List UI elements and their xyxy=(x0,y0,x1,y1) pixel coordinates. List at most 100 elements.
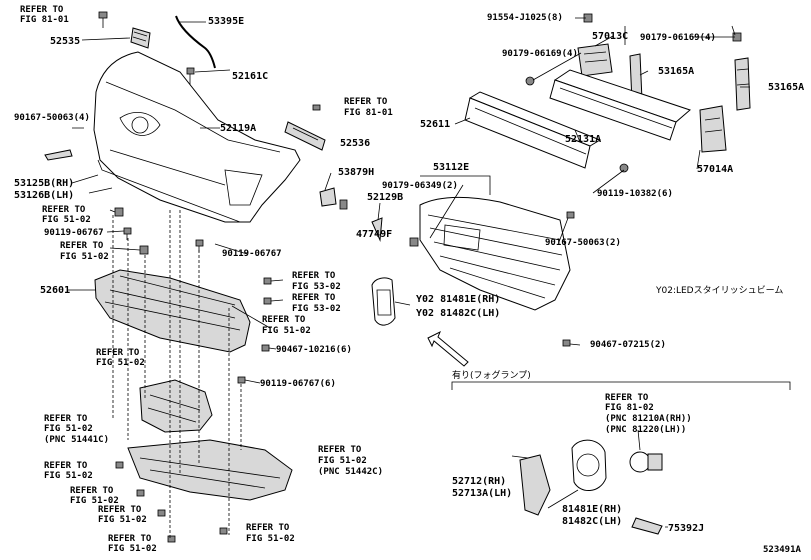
bolt-icon xyxy=(98,11,108,28)
part-number-81482c-lh: Y02 81482C(LH) xyxy=(416,308,500,319)
part-number-52161c: 52161C xyxy=(232,71,268,82)
part-number-53125b: 53125B(RH) xyxy=(14,178,74,189)
bracket-75392j-part xyxy=(631,517,663,535)
diagram-id: 523491A xyxy=(763,545,802,555)
ref-label: FIG 51-02 xyxy=(96,358,145,368)
part-number-91554-j1025-8: 91554-J1025(8) xyxy=(487,13,563,23)
part-number-90167-50063-4: 90167-50063(4) xyxy=(14,113,90,123)
bracket-57013c-part xyxy=(577,43,613,77)
bolt-icon xyxy=(219,527,228,535)
part-number-90119-06767b: 90119-06767 xyxy=(222,249,282,259)
bolt-icon xyxy=(195,239,204,252)
fog-cover-52712-part xyxy=(519,454,551,516)
bolt-icon xyxy=(263,277,272,285)
ref-label: (PNC 51442C) xyxy=(318,467,383,477)
lower-absorber-52601-part xyxy=(94,269,251,353)
ref-label: (PNC 81210A(RH)) xyxy=(605,414,692,424)
ref-label: REFER TO xyxy=(318,445,362,455)
part-number-90179-06349-2: 90179-06349(2) xyxy=(382,181,458,191)
ref-label: REFER TO xyxy=(262,315,306,325)
ref-label: REFER TO xyxy=(70,486,114,496)
part-number-75392j: 75392J xyxy=(668,523,704,534)
clip-icon xyxy=(114,207,124,217)
bolt-icon xyxy=(566,211,575,219)
clip-icon xyxy=(409,237,419,247)
ref-label: FIG 51-02 xyxy=(42,215,91,225)
part-number-53879h: 53879H xyxy=(338,167,374,178)
part-number-52119a: 52119A xyxy=(220,123,256,134)
bolt-icon xyxy=(123,227,132,240)
y02-legend-note: Y02:LEDスタイリッシュビーム xyxy=(655,285,783,296)
clip-52535-part xyxy=(130,27,151,49)
part-number-52713a-lh: 52713A(LH) xyxy=(452,488,512,499)
ref-label: REFER TO xyxy=(98,505,142,515)
reinforcement-52131a-part xyxy=(549,69,691,141)
ref-label: REFER TO xyxy=(292,293,336,303)
fog-option-bracket xyxy=(451,381,791,390)
part-number-90179-06169-4b: 90179-06169(4) xyxy=(640,33,716,43)
leader-line xyxy=(112,210,242,540)
ref-label: REFER TO xyxy=(96,348,140,358)
part-number-53165a: 53165A xyxy=(658,66,694,77)
part-number-52129b: 52129B xyxy=(367,192,403,203)
ref-label: FIG 51-02 xyxy=(98,515,147,525)
ref-label: REFER TO xyxy=(44,414,88,424)
ref-label: REFER TO xyxy=(60,241,104,251)
ref-label: FIG 51-02 xyxy=(70,496,119,506)
part-number-90167-50063-2: 90167-50063(2) xyxy=(545,238,621,248)
ref-label: REFER TO xyxy=(20,5,64,15)
part-number-52601: 52601 xyxy=(40,285,70,296)
ref-label: FIG 53-02 xyxy=(292,304,341,314)
ref-label: FIG 51-02 xyxy=(262,326,311,336)
fog-lamp-81210a-part xyxy=(629,451,663,473)
part-number-90119-10382-6: 90119-10382(6) xyxy=(597,189,673,199)
part-number-81482c-lh-fog: 81482C(LH) xyxy=(562,516,622,527)
ref-label: REFER TO xyxy=(344,97,388,107)
ref-label: REFER TO xyxy=(44,461,88,471)
part-number-81481e-rh: Y02 81481E(RH) xyxy=(416,294,500,305)
ref-label: REFER TO xyxy=(108,534,152,544)
bracket-57014a-part xyxy=(699,105,727,153)
ref-label: FIG 81-02 xyxy=(605,403,654,413)
bolt-icon xyxy=(136,489,145,497)
part-number-52535: 52535 xyxy=(50,36,80,47)
part-number-90119-06767: 90119-06767 xyxy=(44,228,104,238)
leader-line xyxy=(377,17,750,346)
bolt-icon xyxy=(263,297,272,305)
ref-label: REFER TO xyxy=(605,393,649,403)
part-number-52712-rh: 52712(RH) xyxy=(452,476,506,487)
part-number-52536: 52536 xyxy=(340,138,370,149)
ref-label: (PNC 51441C) xyxy=(44,435,109,445)
part-number-53165a-b: 53165A xyxy=(768,82,804,93)
ref-label: FIG 51-02 xyxy=(44,471,93,481)
undercover-51442c-part xyxy=(127,439,293,501)
part-number-90467-07215-2: 90467-07215(2) xyxy=(590,340,666,350)
grille-53112e-part xyxy=(419,197,571,311)
clip-icon xyxy=(139,245,149,255)
part-number-52131a: 52131A xyxy=(565,134,601,145)
direction-arrow-icon xyxy=(427,330,469,367)
part-number-57013c: 57013C xyxy=(592,31,628,42)
ref-label: FIG 51-02 xyxy=(44,424,93,434)
screw-icon xyxy=(312,104,321,111)
part-number-53126b: 53126B(LH) xyxy=(14,190,74,201)
ref-label: FIG 51-02 xyxy=(108,544,157,554)
part-number-90467-10216-6: 90467-10216(6) xyxy=(276,345,352,355)
ref-label: FIG 81-01 xyxy=(20,15,69,25)
clip-52129b-part xyxy=(371,217,383,242)
bolt-icon xyxy=(261,344,270,352)
stay-53165a-part xyxy=(734,57,751,111)
ref-label: REFER TO xyxy=(42,205,86,215)
part-number-53395e: 53395E xyxy=(208,16,244,27)
leader-line xyxy=(511,429,668,528)
part-number-47749f: 47749F xyxy=(356,229,392,240)
bolt-icon xyxy=(619,163,629,173)
ref-label: FIG 51-02 xyxy=(246,534,295,544)
part-number-52611: 52611 xyxy=(420,119,450,130)
bracket-53879h-part xyxy=(319,187,348,210)
leader-line xyxy=(67,21,332,384)
molding-53125b-part xyxy=(44,149,73,161)
bolt-icon xyxy=(157,509,166,517)
ref-label: FIG 51-02 xyxy=(60,252,109,262)
